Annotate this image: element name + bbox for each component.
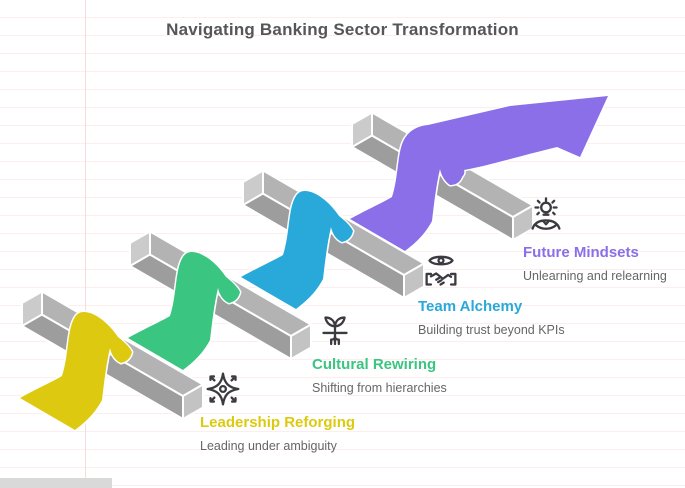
step-leadership-reforging: Leadership Reforging Leading under ambig… — [200, 366, 380, 453]
step-team-alchemy: Team Alchemy Building trust beyond KPIs — [418, 250, 598, 337]
step-cultural-rewiring: Cultural Rewiring Shifting from hierarch… — [312, 308, 492, 395]
step-future-mindsets: Future Mindsets Unlearning and relearnin… — [523, 196, 685, 283]
step-heading: Team Alchemy — [418, 298, 523, 315]
bulb-person-icon — [523, 196, 569, 242]
step-subtitle: Unlearning and relearning — [523, 269, 667, 283]
step-subtitle: Building trust beyond KPIs — [418, 323, 565, 337]
step-subtitle: Shifting from hierarchies — [312, 381, 447, 395]
eye-handshake-icon — [418, 250, 464, 296]
compass-star-icon — [200, 366, 246, 412]
step-heading: Future Mindsets — [523, 244, 639, 261]
background-vertical-rule — [85, 0, 86, 488]
plant-roots-icon — [312, 308, 358, 354]
step-subtitle: Leading under ambiguity — [200, 439, 337, 453]
page-title: Navigating Banking Sector Transformation — [166, 20, 519, 39]
step-heading: Leadership Reforging — [200, 414, 356, 431]
step-heading: Cultural Rewiring — [312, 356, 437, 373]
page-edge-strip — [0, 478, 112, 488]
